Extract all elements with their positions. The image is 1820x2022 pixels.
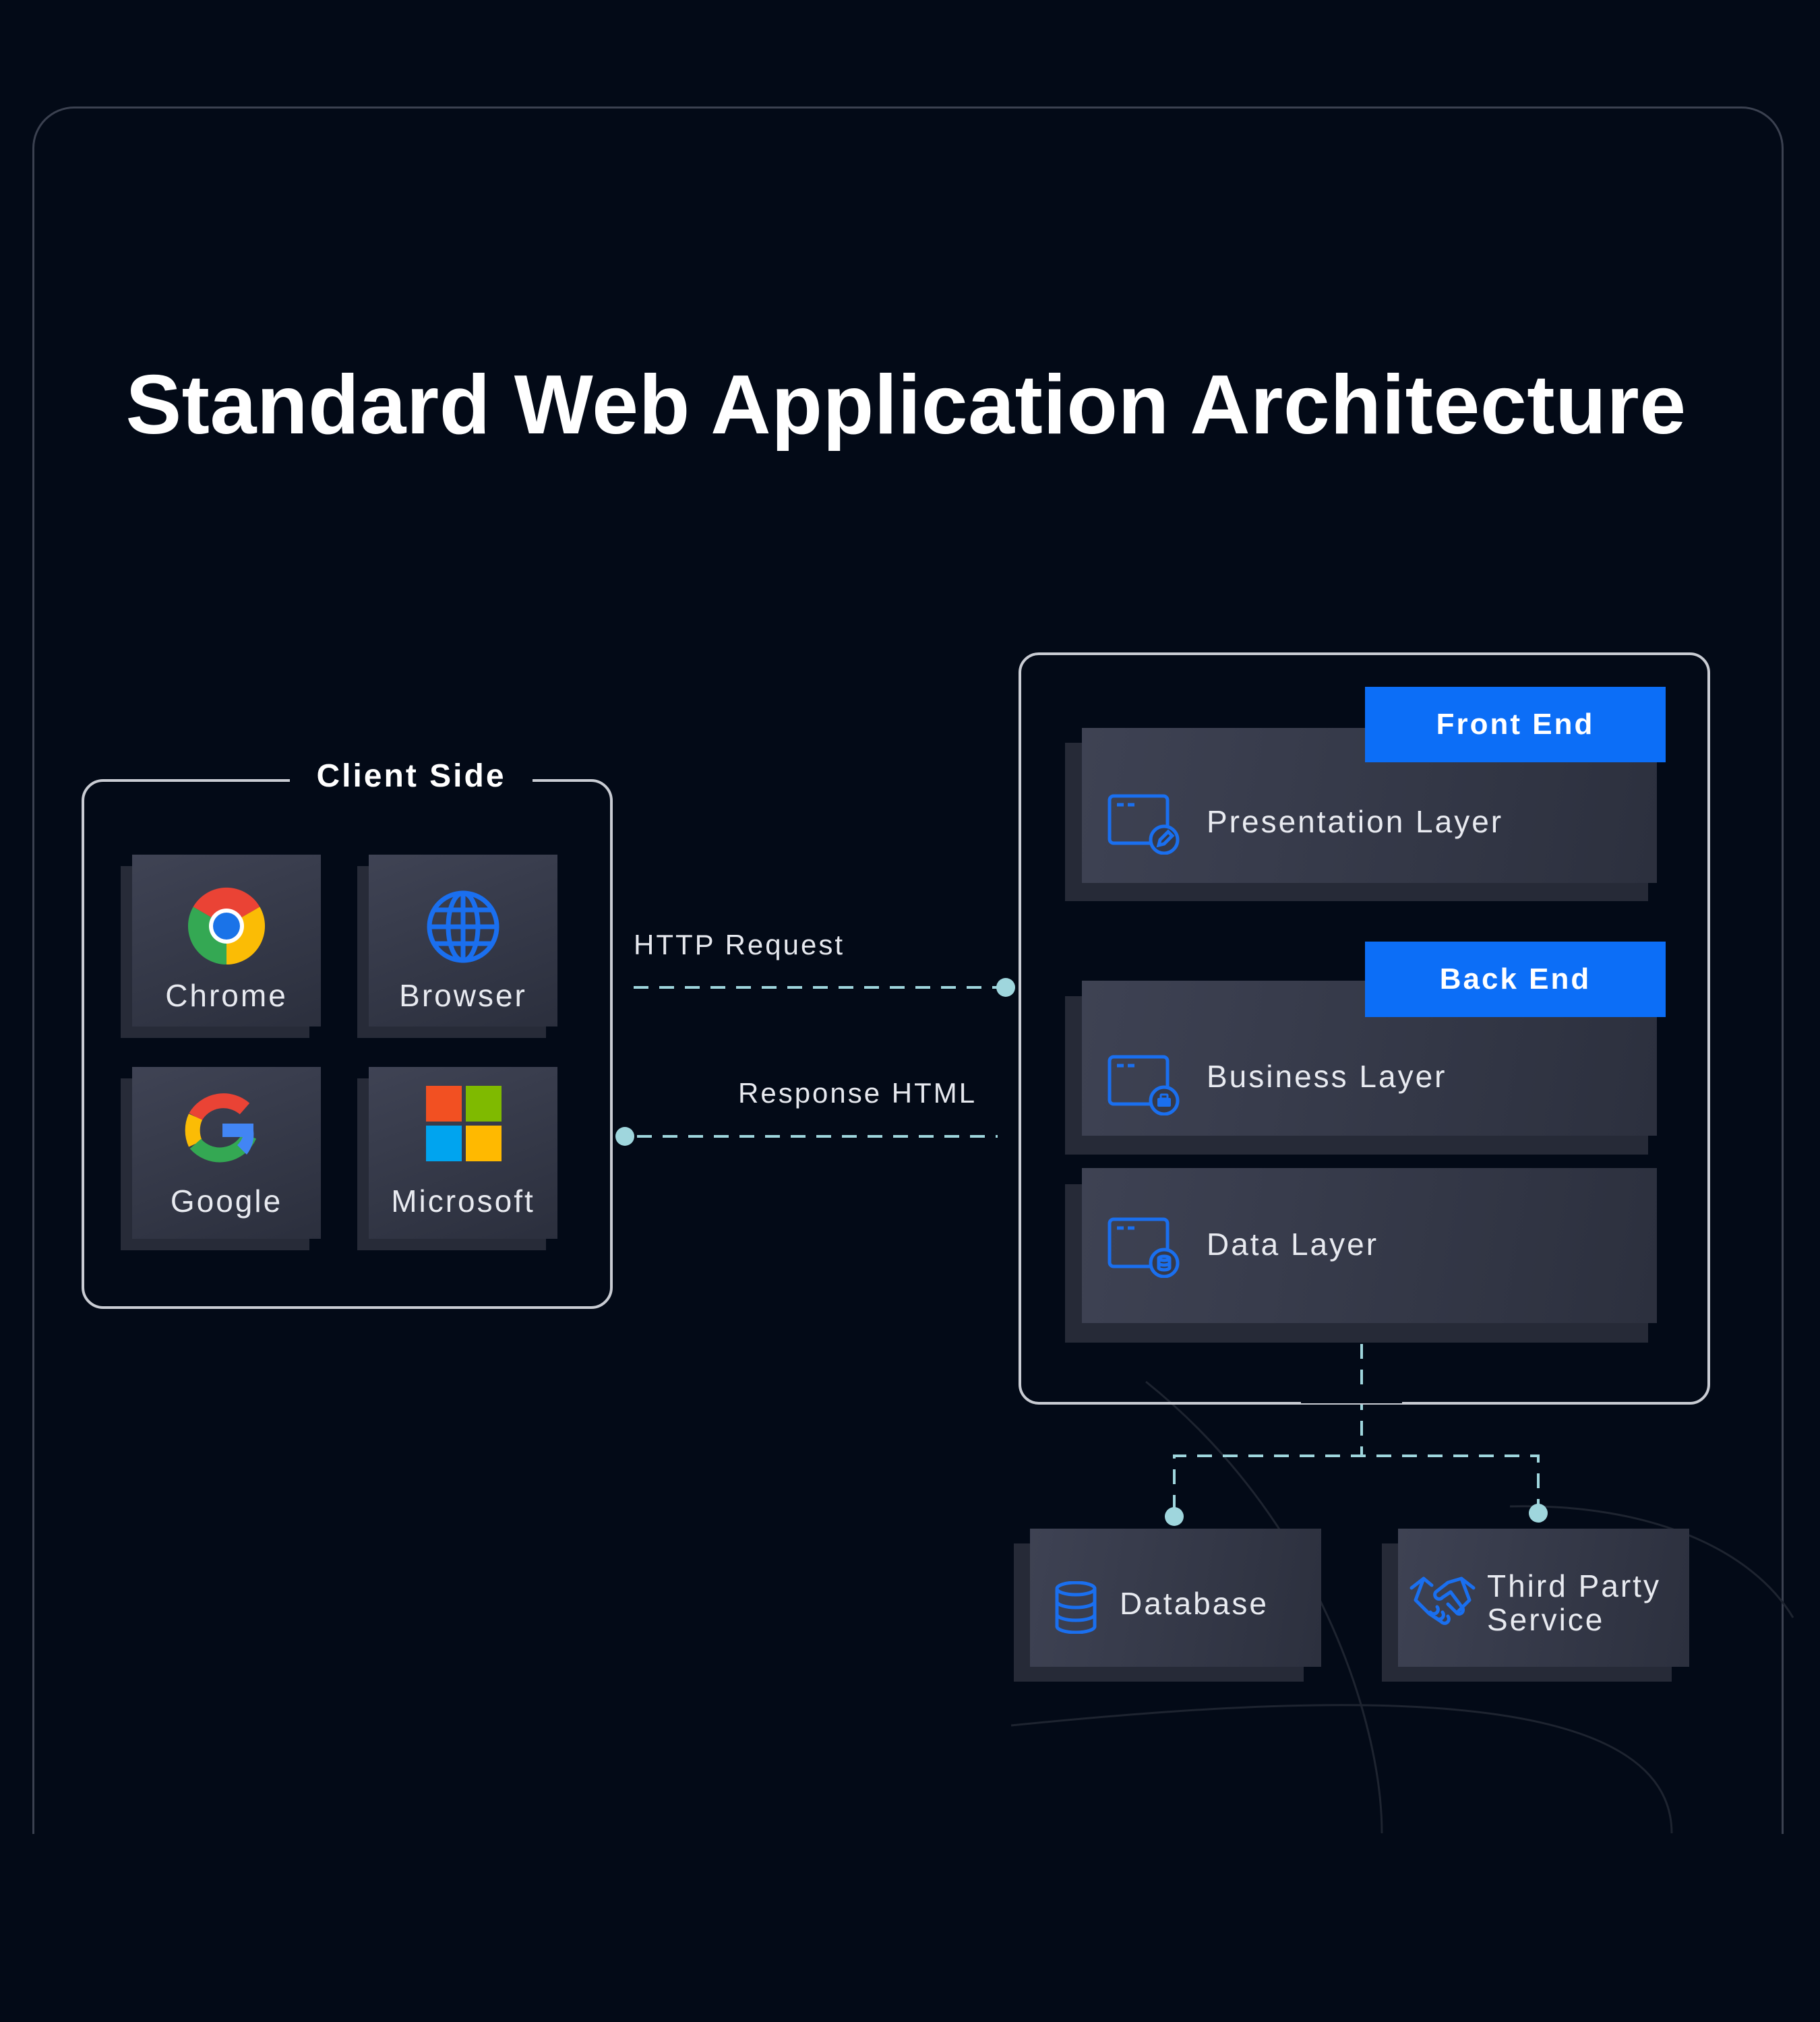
chrome-icon bbox=[187, 887, 266, 964]
window-data-icon bbox=[1108, 1217, 1180, 1278]
service-label-line2: Service bbox=[1487, 1602, 1605, 1637]
http-request-endpoint bbox=[996, 978, 1015, 997]
response-html-label: Response HTML bbox=[738, 1077, 977, 1109]
tile-browser[interactable]: Browser bbox=[369, 855, 557, 1027]
tile-label: Browser bbox=[399, 978, 527, 1013]
tile-microsoft[interactable]: Microsoft bbox=[369, 1067, 557, 1239]
service-third-party[interactable]: Third Party Service bbox=[1398, 1529, 1689, 1667]
third-party-endpoint bbox=[1529, 1504, 1548, 1523]
back-end-badge: Back End bbox=[1365, 942, 1666, 1017]
tile-label: Google bbox=[170, 1184, 283, 1219]
window-briefcase-icon bbox=[1108, 1055, 1180, 1115]
window-edit-icon bbox=[1108, 794, 1180, 855]
outer-frame bbox=[32, 106, 1784, 1834]
service-label: Database bbox=[1120, 1586, 1269, 1621]
layer-data[interactable]: Data Layer bbox=[1082, 1168, 1657, 1323]
client-side-label: Client Side bbox=[290, 758, 533, 795]
service-label: Third Party Service bbox=[1487, 1569, 1661, 1636]
google-icon bbox=[185, 1093, 257, 1163]
layer-label: Data Layer bbox=[1207, 1227, 1379, 1262]
page-title: Standard Web Application Architecture bbox=[125, 359, 1687, 452]
server-box-gap bbox=[1301, 1394, 1402, 1403]
response-html-endpoint bbox=[615, 1127, 634, 1146]
front-end-badge: Front End bbox=[1365, 687, 1666, 762]
tile-google[interactable]: Google bbox=[132, 1067, 321, 1239]
http-request-label: HTTP Request bbox=[634, 929, 845, 960]
service-label-line1: Third Party bbox=[1487, 1568, 1661, 1603]
globe-icon bbox=[427, 890, 499, 963]
tile-label: Chrome bbox=[165, 978, 288, 1013]
database-icon bbox=[1055, 1581, 1097, 1634]
database-endpoint bbox=[1165, 1507, 1184, 1526]
handshake-icon bbox=[1409, 1576, 1476, 1625]
microsoft-icon bbox=[426, 1086, 502, 1161]
tile-chrome[interactable]: Chrome bbox=[132, 855, 321, 1027]
server-side-group bbox=[1019, 652, 1710, 1405]
tile-label: Microsoft bbox=[391, 1184, 535, 1219]
service-database[interactable]: Database bbox=[1030, 1529, 1321, 1667]
layer-label: Presentation Layer bbox=[1207, 804, 1504, 839]
layer-label: Business Layer bbox=[1207, 1059, 1447, 1094]
